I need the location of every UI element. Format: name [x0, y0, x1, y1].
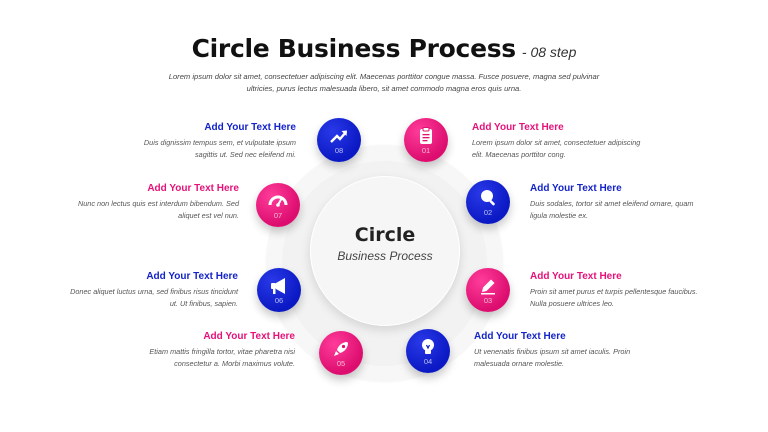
step-05-heading: Add Your Text Here — [203, 331, 295, 342]
slide-subtitle: - 08 step — [521, 44, 577, 60]
step-06-text-block: Add Your Text Here Donec aliquet luctus … — [68, 271, 238, 309]
step-08-node: 08 — [317, 118, 361, 162]
slide-title-row: Circle Business Process- 08 step — [0, 34, 768, 63]
center-subtitle: Business Process — [337, 249, 433, 263]
step-05-text: Etiam mattis fringilla tortor, vitae pha… — [149, 347, 295, 368]
step-05-node: 05 — [319, 331, 363, 375]
slide-title: Circle Business Process — [191, 34, 517, 63]
step-08-number: 08 — [334, 146, 344, 155]
step-05-text-block: Add Your Text Here Etiam mattis fringill… — [125, 331, 295, 369]
step-07-number: 07 — [273, 211, 283, 220]
step-02-heading: Add Your Text Here — [530, 183, 622, 194]
search-icon — [481, 190, 495, 206]
gauge-icon — [268, 195, 288, 207]
step-02-node: 02 — [466, 180, 510, 224]
step-06-node: 06 — [257, 268, 301, 312]
step-01-number: 01 — [421, 146, 431, 155]
step-03-node: 03 — [466, 268, 510, 312]
rocket-icon — [334, 342, 348, 356]
lightbulb-icon — [422, 339, 434, 354]
megaphone-icon — [271, 278, 285, 294]
step-07-text: Nunc non lectus quis est interdum bibend… — [77, 199, 239, 220]
pencil-icon — [481, 279, 495, 295]
step-04-text-block: Add Your Text Here Ut venenatis finibus … — [474, 331, 644, 369]
step-01-node: 01 — [404, 118, 448, 162]
step-08-heading: Add Your Text Here — [204, 122, 296, 133]
step-04-text: Ut venenatis finibus ipsum sit amet iacu… — [474, 347, 631, 368]
trend-up-icon — [330, 130, 347, 143]
step-06-number: 06 — [274, 296, 284, 305]
step-03-heading: Add Your Text Here — [530, 271, 622, 282]
step-08-text: Duis dignissim tempus sem, et vulputate … — [143, 138, 296, 159]
step-04-heading: Add Your Text Here — [474, 331, 566, 342]
step-06-text: Donec aliquet luctus urna, sed finibus r… — [70, 287, 238, 308]
step-07-heading: Add Your Text Here — [147, 183, 239, 194]
step-06-heading: Add Your Text Here — [146, 271, 238, 282]
slide-description: Lorem ipsum dolor sit amet, consectetuer… — [168, 72, 600, 93]
step-01-heading: Add Your Text Here — [472, 122, 564, 133]
step-04-node: 04 — [406, 329, 450, 373]
step-03-text: Proin sit amet purus et turpis pellentes… — [530, 287, 698, 308]
step-07-text-block: Add Your Text Here Nunc non lectus quis … — [69, 183, 239, 221]
step-08-text-block: Add Your Text Here Duis dignissim tempus… — [126, 122, 296, 160]
center-circle: Circle Business Process — [310, 176, 460, 326]
step-03-text-block: Add Your Text Here Proin sit amet purus … — [530, 271, 700, 309]
step-04-number: 04 — [423, 357, 433, 366]
clipboard-icon — [420, 127, 432, 144]
step-05-number: 05 — [336, 359, 346, 368]
step-02-number: 02 — [483, 208, 493, 217]
step-02-text: Duis sodales, tortor sit amet eleifend o… — [530, 199, 694, 220]
step-07-node: 07 — [256, 183, 300, 227]
step-01-text-block: Add Your Text Here Lorem ipsum dolor sit… — [472, 122, 642, 160]
step-02-text-block: Add Your Text Here Duis sodales, tortor … — [530, 183, 700, 221]
step-03-number: 03 — [483, 296, 493, 305]
center-title: Circle — [354, 224, 416, 246]
step-01-text: Lorem ipsum dolor sit amet, consectetuer… — [472, 138, 641, 159]
